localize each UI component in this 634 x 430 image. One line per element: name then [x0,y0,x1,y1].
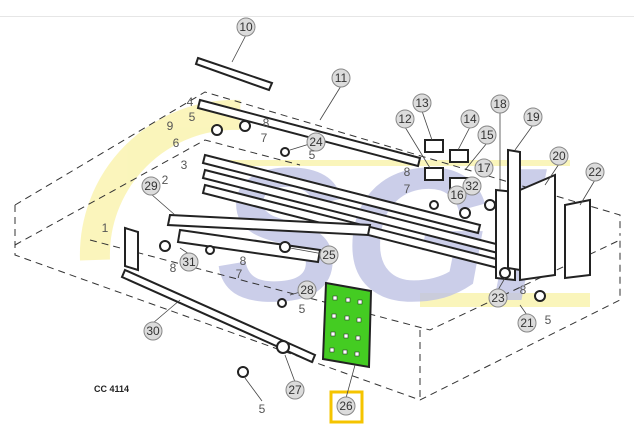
plate-26-highlighted[interactable] [321,281,373,369]
callout-27[interactable]: 27 [285,380,305,400]
svg-text:30: 30 [146,324,160,338]
diagram-code: CC 4114 [94,384,129,394]
label-5[interactable]: 5 [189,110,196,124]
callout-31[interactable]: 31 [179,252,199,272]
svg-text:27: 27 [288,383,302,397]
callout-23[interactable]: 23 [488,288,508,308]
callout-21[interactable]: 21 [517,313,537,333]
callout-24[interactable]: 24 [306,132,326,152]
callout-32[interactable]: 32 [462,176,482,196]
label-8[interactable]: 8 [263,116,270,130]
callout-30[interactable]: 30 [143,321,163,341]
callout-29[interactable]: 29 [141,176,161,196]
callout-13[interactable]: 13 [412,93,432,113]
callout-10[interactable]: 10 [236,17,256,37]
label-8[interactable]: 8 [170,261,177,275]
label-9[interactable]: 9 [167,119,174,133]
svg-text:16: 16 [450,188,464,202]
svg-text:21: 21 [520,316,534,330]
label-4[interactable]: 4 [187,95,194,109]
svg-text:32: 32 [465,179,479,193]
callout-20[interactable]: 20 [549,146,569,166]
svg-text:18: 18 [493,97,507,111]
svg-text:24: 24 [309,135,323,149]
svg-text:11: 11 [335,71,348,85]
label-8[interactable]: 8 [240,254,247,268]
label-5[interactable]: 5 [299,302,306,316]
svg-text:10: 10 [239,20,253,34]
callout-18[interactable]: 18 [490,94,510,114]
callout-15[interactable]: 15 [477,125,497,145]
callout-19[interactable]: 19 [523,107,543,127]
callout-26[interactable]: 26 [336,396,356,416]
callout-14[interactable]: 14 [460,109,480,129]
callout-16[interactable]: 16 [447,185,467,205]
callout-12[interactable]: 12 [395,109,415,129]
svg-text:13: 13 [415,96,429,110]
svg-text:23: 23 [491,291,505,305]
label-5[interactable]: 5 [545,313,552,327]
label-2[interactable]: 2 [162,173,169,187]
label-6[interactable]: 6 [173,136,180,150]
svg-text:17: 17 [477,161,491,175]
label-8[interactable]: 8 [520,283,527,297]
svg-text:29: 29 [144,179,158,193]
frame-outline [14,91,621,401]
svg-text:19: 19 [526,110,540,124]
callout-22[interactable]: 22 [585,162,605,182]
label-5[interactable]: 5 [259,402,266,416]
label-7[interactable]: 7 [236,267,243,281]
svg-text:14: 14 [463,112,477,126]
svg-text:31: 31 [182,255,196,269]
svg-text:12: 12 [398,112,412,126]
svg-text:20: 20 [552,149,566,163]
rails [120,56,591,364]
label-8[interactable]: 8 [404,165,411,179]
label-5[interactable]: 5 [309,148,316,162]
label-1[interactable]: 1 [102,221,109,235]
fasteners [159,120,546,378]
highlight-box-26 [329,390,364,424]
callout-28[interactable]: 28 [297,280,317,300]
svg-text:28: 28 [300,283,314,297]
top-divider [0,16,634,17]
svg-text:15: 15 [480,128,494,142]
svg-text:25: 25 [322,248,336,262]
svg-text:26: 26 [339,399,353,413]
label-7[interactable]: 7 [404,182,411,196]
callout-25[interactable]: 25 [319,245,339,265]
label-7[interactable]: 7 [261,131,268,145]
callout-11[interactable]: 11 [331,68,351,88]
callout-17[interactable]: 17 [474,158,494,178]
svg-text:22: 22 [588,165,602,179]
label-3[interactable]: 3 [181,158,188,172]
